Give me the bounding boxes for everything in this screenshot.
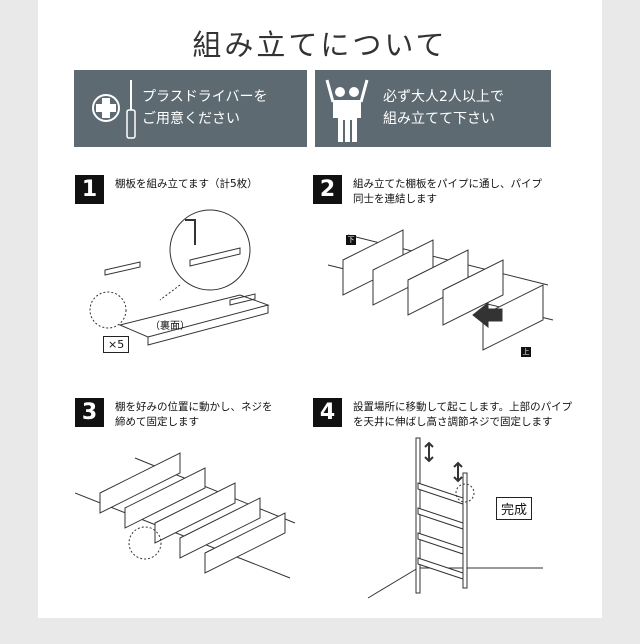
installed-rack-illustration [367, 437, 543, 599]
step-text: 設置場所に移動して起こします。上部のパイプ [353, 401, 573, 413]
step-number: 2 [313, 175, 342, 204]
shelf-assembly-illustration [89, 209, 270, 346]
step-number: 1 [75, 175, 104, 204]
step-text: を天井に伸ばし高さ調節ネジで固定します [353, 416, 553, 428]
pipe-connection-illustration [327, 229, 554, 351]
banner-line: ご用意ください [142, 111, 240, 127]
page-title: 組み立てについて [192, 28, 448, 62]
screwdriver-banner: プラスドライバーをご用意ください [74, 70, 307, 147]
screwdriver-icon [92, 80, 136, 139]
step-number: 4 [313, 398, 342, 427]
banner-line: プラスドライバーを [142, 89, 268, 105]
banner-line: 必ず大人2人以上で [383, 89, 504, 105]
step-text: 組み立てた棚板をパイプに通し、パイプ [353, 178, 542, 190]
step-4: 4 設置場所に移動して起こします。上部のパイプを天井に伸ばし高さ調節ネジで固定し… [313, 398, 573, 608]
quantity-label: ×5 [103, 336, 130, 353]
step-text: 同士を連結します [353, 193, 437, 205]
step-2: 2 組み立てた棚板をパイプに通し、パイプ同士を連結します 下 上 [313, 175, 573, 375]
banner-line: 組み立てて下さい [383, 111, 495, 127]
shelf-adjust-illustration [75, 452, 296, 579]
bottom-marker: 下 [346, 235, 356, 245]
back-side-label: （裏面） [150, 321, 190, 332]
step-3: 3 棚を好みの位置に動かし、ネジを締めて固定します [75, 398, 305, 598]
step-text: 棚を好みの位置に動かし、ネジを [115, 401, 273, 413]
step-text: 棚板を組み立てます（計5枚） [115, 178, 258, 190]
step-text: 締めて固定します [115, 416, 199, 428]
two-people-icon [325, 79, 369, 142]
completed-label: 完成 [496, 497, 533, 520]
top-marker: 上 [521, 347, 531, 357]
step-1: 1 棚板を組み立てます（計5枚） （裏面） ×5 [75, 175, 305, 375]
two-people-banner: 必ず大人2人以上で組み立てて下さい [315, 70, 551, 147]
step-number: 3 [75, 398, 104, 427]
